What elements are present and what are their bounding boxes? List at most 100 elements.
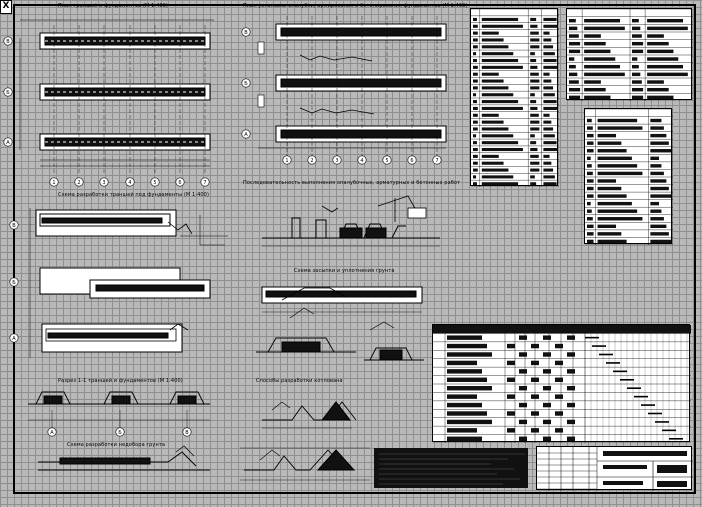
- table-cell-text: [481, 31, 499, 35]
- svg-text:Б: Б: [6, 90, 10, 96]
- table-cell-text: [447, 386, 492, 391]
- table-cell-text: [530, 24, 538, 28]
- axis-bubble-right-col: 3: [332, 155, 342, 165]
- table-cell-text: [603, 451, 687, 456]
- table-cell-text: [447, 377, 487, 382]
- table-cell-text: [647, 26, 688, 31]
- axis-bubble-left-col: 5: [150, 177, 160, 187]
- table-cell-text: [597, 239, 627, 244]
- table-cell-text: [555, 377, 563, 382]
- table-cell-text: [650, 141, 669, 145]
- table-cell-text: [569, 64, 576, 69]
- table-cell-text: [543, 335, 551, 340]
- close-icon[interactable]: X: [0, 0, 12, 14]
- table-cell-text: [543, 161, 552, 165]
- title-block-cells: [537, 447, 693, 491]
- table-cell-text: [531, 360, 539, 366]
- table-cell-text: [543, 386, 551, 391]
- table-cell-text: [473, 154, 478, 158]
- table-cell-text: [555, 360, 563, 366]
- svg-text:2: 2: [77, 180, 80, 186]
- table-cell-text: [481, 100, 519, 104]
- table-cell-text: [587, 209, 592, 213]
- table-cell-text: [584, 49, 611, 54]
- table-cell-text: [587, 194, 594, 198]
- axis-bubble-right-row: Б: [241, 78, 251, 88]
- table-cell-text: [584, 87, 606, 92]
- table-cell-text: [650, 201, 659, 206]
- table-cell-text: [597, 171, 643, 176]
- title-block: [536, 446, 693, 491]
- table-cell-text: [569, 95, 581, 100]
- table-cell-text: [647, 57, 679, 61]
- table-cell-text: [587, 171, 593, 176]
- trench-layout: [29, 208, 228, 358]
- table-cell-text: [650, 149, 671, 153]
- table-cell-text: [543, 45, 554, 49]
- table-cell-text: [543, 38, 552, 42]
- table-cell-text: [543, 154, 550, 158]
- table-cell-text: [650, 217, 664, 221]
- table-cell-text: [447, 411, 487, 416]
- table-cell-text: [473, 134, 477, 138]
- table-cell-text: [567, 419, 575, 425]
- table-cell-text: [447, 394, 477, 399]
- table-cell-text: [647, 64, 684, 69]
- table-cell-text: [650, 179, 667, 183]
- table-cell-text: [569, 57, 575, 61]
- table-cell-text: [530, 154, 539, 158]
- table-cell-text: [447, 343, 487, 349]
- table-cell-text: [473, 120, 478, 124]
- table-cell-text: [597, 209, 638, 213]
- table-cell-text: [543, 127, 554, 131]
- table-cell-text: [587, 141, 594, 145]
- table-cell-text: [647, 80, 664, 84]
- machine-table: [566, 8, 693, 101]
- table-cell-text: [597, 179, 617, 183]
- table-cell-text: [543, 369, 551, 374]
- table-cell-text: [650, 224, 667, 228]
- table-cell-text: [584, 26, 625, 31]
- table-cell-text: [473, 86, 478, 90]
- table-cell-text: [569, 72, 578, 77]
- table-cell-text: [603, 465, 647, 469]
- table-cell-text: [543, 419, 551, 425]
- table-cell-text: [567, 436, 575, 441]
- materials-table: [584, 108, 673, 245]
- table-cell-text: [632, 95, 644, 100]
- table-cell-text: [603, 481, 643, 485]
- table-cell-text: [543, 402, 551, 408]
- table-cell-text: [447, 419, 492, 425]
- svg-text:В: В: [244, 30, 248, 36]
- backfill-scheme: [256, 286, 424, 361]
- work-schedule-grid: [433, 325, 691, 443]
- table-cell-text: [543, 17, 557, 21]
- axis-bubble-left-row: В: [3, 36, 13, 46]
- soil-scheme-title: Схема разработки недобора грунта: [67, 442, 166, 448]
- table-cell-text: [543, 24, 557, 28]
- table-cell-text: [481, 93, 514, 97]
- table-cell-text: [473, 127, 478, 131]
- table-cell-text: [473, 141, 477, 145]
- table-cell-text: [519, 352, 527, 357]
- table-cell-text: [530, 38, 540, 42]
- table-cell-text: [447, 436, 482, 441]
- table-cell-text: [481, 175, 514, 179]
- machine-table-rows: [567, 9, 693, 101]
- svg-text:7: 7: [203, 180, 206, 186]
- table-cell-text: [481, 24, 523, 28]
- table-cell-text: [530, 175, 535, 179]
- table-cell-text: [481, 154, 499, 158]
- axis-bubble-left-col: 6: [175, 177, 185, 187]
- table-cell-text: [543, 182, 557, 186]
- backfill-title: Схема засыпки и уплотнения грунта: [294, 268, 395, 274]
- table-cell-text: [543, 100, 557, 104]
- svg-text:В: В: [6, 39, 10, 45]
- table-cell-text: [519, 369, 527, 374]
- table-cell-text: [597, 217, 643, 221]
- table-cell-text: [650, 133, 667, 138]
- svg-text:А: А: [50, 430, 54, 436]
- table-cell-text: [473, 58, 477, 63]
- table-cell-text: [530, 168, 540, 172]
- table-cell-text: [530, 58, 537, 63]
